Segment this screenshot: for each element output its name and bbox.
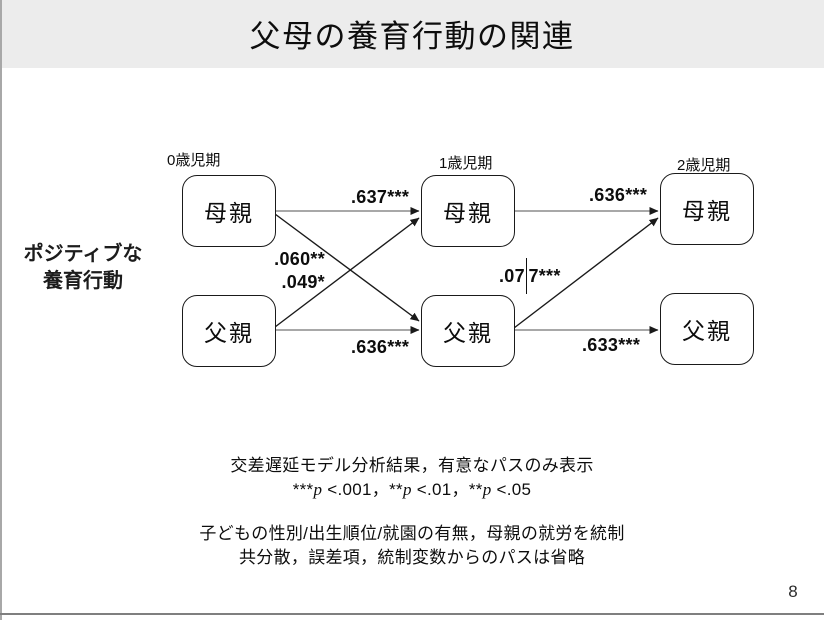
note-analysis: 交差遅延モデル分析結果，有意なパスのみ表示: [230, 456, 594, 475]
coefficient-f1-f2: .633***: [582, 335, 641, 355]
sig-p-3: p: [482, 480, 492, 499]
sig-value-1: <.001，: [322, 480, 390, 499]
coefficient-cross-lagged-group: .060** .049*: [243, 248, 325, 294]
note-omitted-paths: 共分散，誤差項，統制変数からのパスは省略: [239, 548, 585, 567]
time-label-age0: 0歳児期: [167, 152, 221, 169]
coefficient-m0-f1: .060**: [274, 249, 325, 269]
coefficient-m0-m1: .637***: [351, 187, 410, 207]
sig-stars-3: **: [468, 480, 483, 499]
coefficient-f1-m2-left: .07: [499, 265, 525, 286]
coefficient-f0-f1: .636***: [351, 337, 410, 357]
sig-stars-2: **: [389, 480, 403, 499]
construct-label-line1: ポジティブな: [23, 243, 143, 265]
node-mother-t2: 母親: [660, 173, 754, 245]
time-label-age1: 1歳児期: [439, 155, 493, 172]
time-label-age2: 2歳児期: [677, 157, 731, 174]
construct-label: ポジティブな 養育行動: [8, 241, 158, 295]
bottom-edge-line: [0, 613, 824, 615]
sig-stars-1: ***: [292, 480, 314, 499]
note-significance: ***p <.001，**p <.01，**p <.05: [0, 475, 824, 500]
coefficient-f1-m2-right: 7***: [528, 265, 561, 286]
page-number: 8: [788, 582, 798, 601]
left-edge-line: [0, 0, 2, 620]
arrow-f1-m2: [513, 217, 659, 329]
construct-label-line2: 養育行動: [43, 270, 123, 292]
sig-value-2: <.01，: [411, 480, 469, 499]
node-mother-t0: 母親: [182, 175, 276, 247]
title-band: [0, 0, 824, 68]
slide-title: 父母の養育行動の関連: [249, 19, 575, 54]
arrow-m0-f1: [274, 213, 420, 322]
coefficient-m1-m2: .636***: [589, 185, 648, 205]
text-cursor-caret: [525, 258, 528, 294]
arrow-f0-m1: [274, 217, 420, 328]
node-mother-t1: 母親: [421, 175, 515, 247]
sig-value-3: <.05: [491, 480, 532, 499]
node-father-t2: 父親: [660, 293, 754, 365]
sig-p-1: p: [313, 480, 323, 499]
coefficient-f0-m1: .049*: [281, 272, 325, 292]
sig-p-2: p: [402, 480, 412, 499]
note-controls: 子どもの性別/出生順位/就園の有無，母親の就労を統制: [199, 524, 625, 543]
node-father-t0: 父親: [182, 295, 276, 367]
coefficient-f1-m2-editing[interactable]: .07 7***: [499, 257, 561, 295]
node-father-t1: 父親: [421, 295, 515, 367]
